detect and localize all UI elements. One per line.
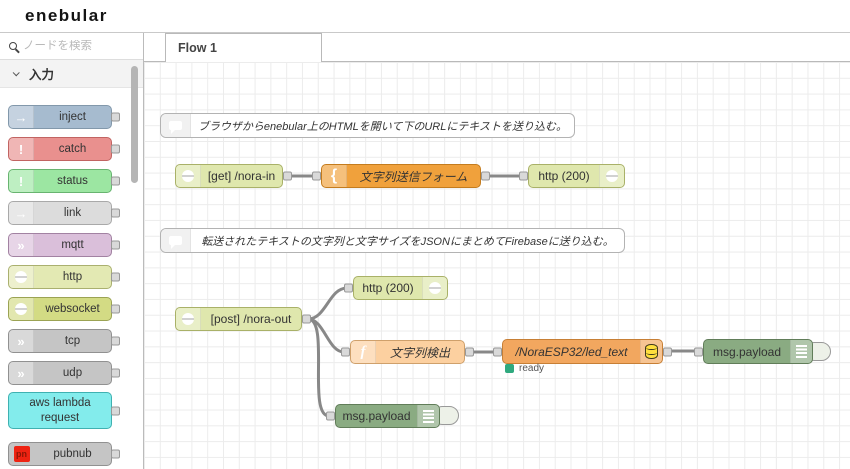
node-http-response-1[interactable]: http (200) <box>519 164 625 188</box>
database-icon <box>640 340 662 363</box>
palette-node-catch[interactable]: ! catch <box>8 137 120 161</box>
input-port[interactable] <box>519 171 528 181</box>
palette-node-link[interactable]: → link <box>8 201 120 225</box>
curly-brace-icon: { <box>322 165 347 187</box>
link-arrow-icon: → <box>9 202 34 224</box>
debug-list-icon <box>790 340 812 363</box>
palette-node-websocket[interactable]: websocket <box>8 297 120 321</box>
exclamation-icon: ! <box>9 170 34 192</box>
globe-icon <box>176 308 201 330</box>
node-http-response-2[interactable]: http (200) <box>344 276 448 300</box>
comment-bubble-icon <box>161 229 191 252</box>
input-port[interactable] <box>312 171 321 181</box>
output-port[interactable] <box>111 176 120 186</box>
enebular-logo: enebular <box>25 6 108 25</box>
globe-icon <box>9 298 34 320</box>
output-port[interactable] <box>663 347 672 356</box>
node-function-string-detect[interactable]: f 文字列検出 <box>341 340 474 364</box>
palette-category-input[interactable]: 入力 <box>0 60 143 88</box>
output-port[interactable] <box>111 368 120 378</box>
comment-bubble-icon <box>161 114 191 137</box>
output-port[interactable] <box>111 272 120 282</box>
output-port[interactable] <box>111 112 120 122</box>
palette-scrollbar[interactable] <box>131 66 138 183</box>
tab-flow-1[interactable]: Flow 1 <box>165 33 322 62</box>
status-text: ready <box>519 363 545 374</box>
globe-icon <box>599 165 624 187</box>
node-http-in-get-nora-in[interactable]: [get] /nora-in <box>175 164 292 188</box>
palette-node-tcp[interactable]: » tcp <box>8 329 120 353</box>
output-port[interactable] <box>111 449 120 459</box>
output-port[interactable] <box>111 406 120 415</box>
globe-icon <box>422 277 447 299</box>
input-port[interactable] <box>694 347 703 356</box>
globe-icon <box>9 266 34 288</box>
globe-icon <box>176 165 201 187</box>
pubnub-icon: pn <box>9 443 34 465</box>
output-port[interactable] <box>111 304 120 314</box>
node-debug-msg-payload-1[interactable]: msg.payload <box>694 339 813 364</box>
input-port[interactable] <box>493 347 502 356</box>
node-template-form[interactable]: { 文字列送信フォーム <box>312 164 490 188</box>
palette-search[interactable] <box>0 33 143 60</box>
node-status-indicator: ready <box>505 363 544 374</box>
debug-list-icon <box>417 405 439 427</box>
output-port[interactable] <box>111 208 120 218</box>
palette-node-http[interactable]: http <box>8 265 120 289</box>
output-port[interactable] <box>283 171 292 181</box>
flow-tab-bar: Flow 1 <box>144 33 850 62</box>
function-f-icon: f <box>351 341 376 363</box>
inject-arrow-icon: → <box>9 106 34 128</box>
search-icon <box>9 42 17 50</box>
input-port[interactable] <box>341 347 350 357</box>
palette-node-aws-lambda-request[interactable]: aws lambda request <box>8 392 120 429</box>
input-port[interactable] <box>344 283 353 293</box>
status-dot-icon <box>505 364 514 373</box>
comment-node[interactable]: 転送されたテキストの文字列と文字サイズをJSONにまとめてFirebaseに送り… <box>160 228 625 253</box>
node-firebase-led-text[interactable]: /NoraESP32/led_text <box>493 339 672 364</box>
node-http-in-post-nora-out[interactable]: [post] /nora-out <box>175 307 311 331</box>
output-port[interactable] <box>465 347 474 357</box>
palette-node-udp[interactable]: » udp <box>8 361 120 385</box>
palette-node-mqtt[interactable]: » mqtt <box>8 233 120 257</box>
palette-node-inject[interactable]: → inject <box>8 105 120 129</box>
output-port[interactable] <box>302 314 311 324</box>
output-port[interactable] <box>481 171 490 181</box>
input-port[interactable] <box>326 411 335 421</box>
output-port[interactable] <box>111 240 120 250</box>
category-label: 入力 <box>29 68 55 82</box>
comment-node[interactable]: ブラウザからenebular上のHTMLを開いて下のURLにテキストを送り込む。 <box>160 113 575 138</box>
ripple-icon: » <box>9 330 34 352</box>
node-debug-msg-payload-2[interactable]: msg.payload <box>326 404 440 428</box>
chevron-down-icon <box>12 69 20 77</box>
node-palette: 入力 → inject ! catch ! status → link » mq… <box>0 33 143 469</box>
exclamation-icon: ! <box>9 138 34 160</box>
output-port[interactable] <box>111 336 120 346</box>
palette-node-pubnub[interactable]: pn pubnub <box>8 442 120 466</box>
ripple-icon: » <box>9 362 34 384</box>
search-input[interactable] <box>23 40 123 52</box>
app-header: enebular <box>0 0 850 33</box>
palette-node-status[interactable]: ! status <box>8 169 120 193</box>
ripple-icon: » <box>9 234 34 256</box>
output-port[interactable] <box>111 144 120 154</box>
